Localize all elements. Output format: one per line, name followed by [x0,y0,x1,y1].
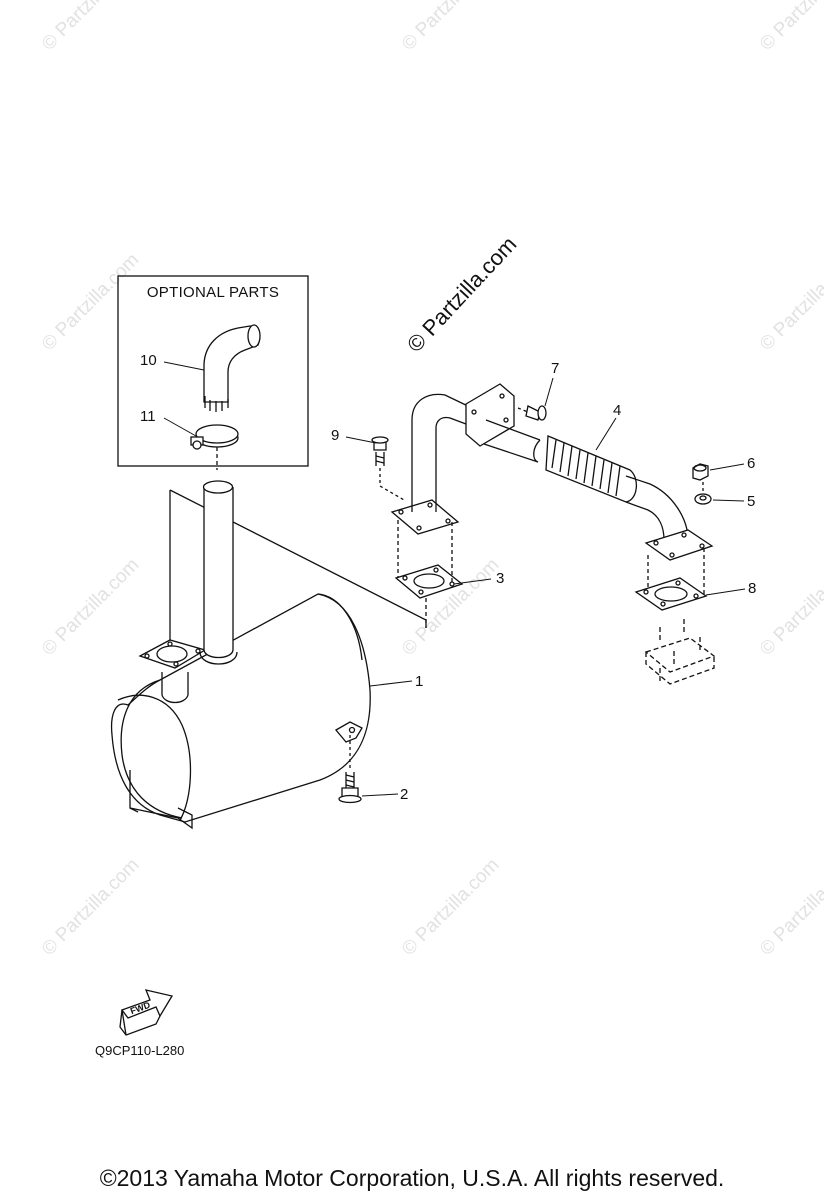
callout-1: 1 [415,673,424,690]
callout-9: 9 [331,427,340,444]
leader-lines [163,361,746,797]
part-3-gasket [394,520,464,628]
callout-4: 4 [613,402,622,419]
callout-2: 2 [400,786,409,803]
diagram-code: Q9CP110-L280 [95,1043,185,1058]
part-4-exhaust-pipe [390,383,714,561]
optional-parts-box [117,275,309,467]
muffler-outlet-pipe [199,480,238,665]
callout-7: 7 [551,360,560,377]
optional-parts-title: OPTIONAL PARTS [146,284,280,301]
callout-11: 11 [140,408,156,425]
fwd-arrow-icon [119,989,174,1036]
part-8-gasket [634,548,708,611]
part-2-bolt [338,735,362,804]
part-10-pipe-end [203,324,261,412]
part-7-bolt [517,405,547,421]
callout-6: 6 [747,455,756,472]
part-9-bolt [371,436,405,501]
part-11-clamp [190,424,239,450]
part-1-muffler [110,593,371,830]
callout-5: 5 [747,493,756,510]
callout-3: 3 [496,570,505,587]
callout-8: 8 [748,580,757,597]
part-6-nut [692,463,709,481]
part-5-washer [694,493,712,505]
copyright-notice: ©2013 Yamaha Motor Corporation, U.S.A. A… [99,1165,725,1191]
callout-10: 10 [140,352,157,369]
engine-mount-flange [644,618,716,685]
